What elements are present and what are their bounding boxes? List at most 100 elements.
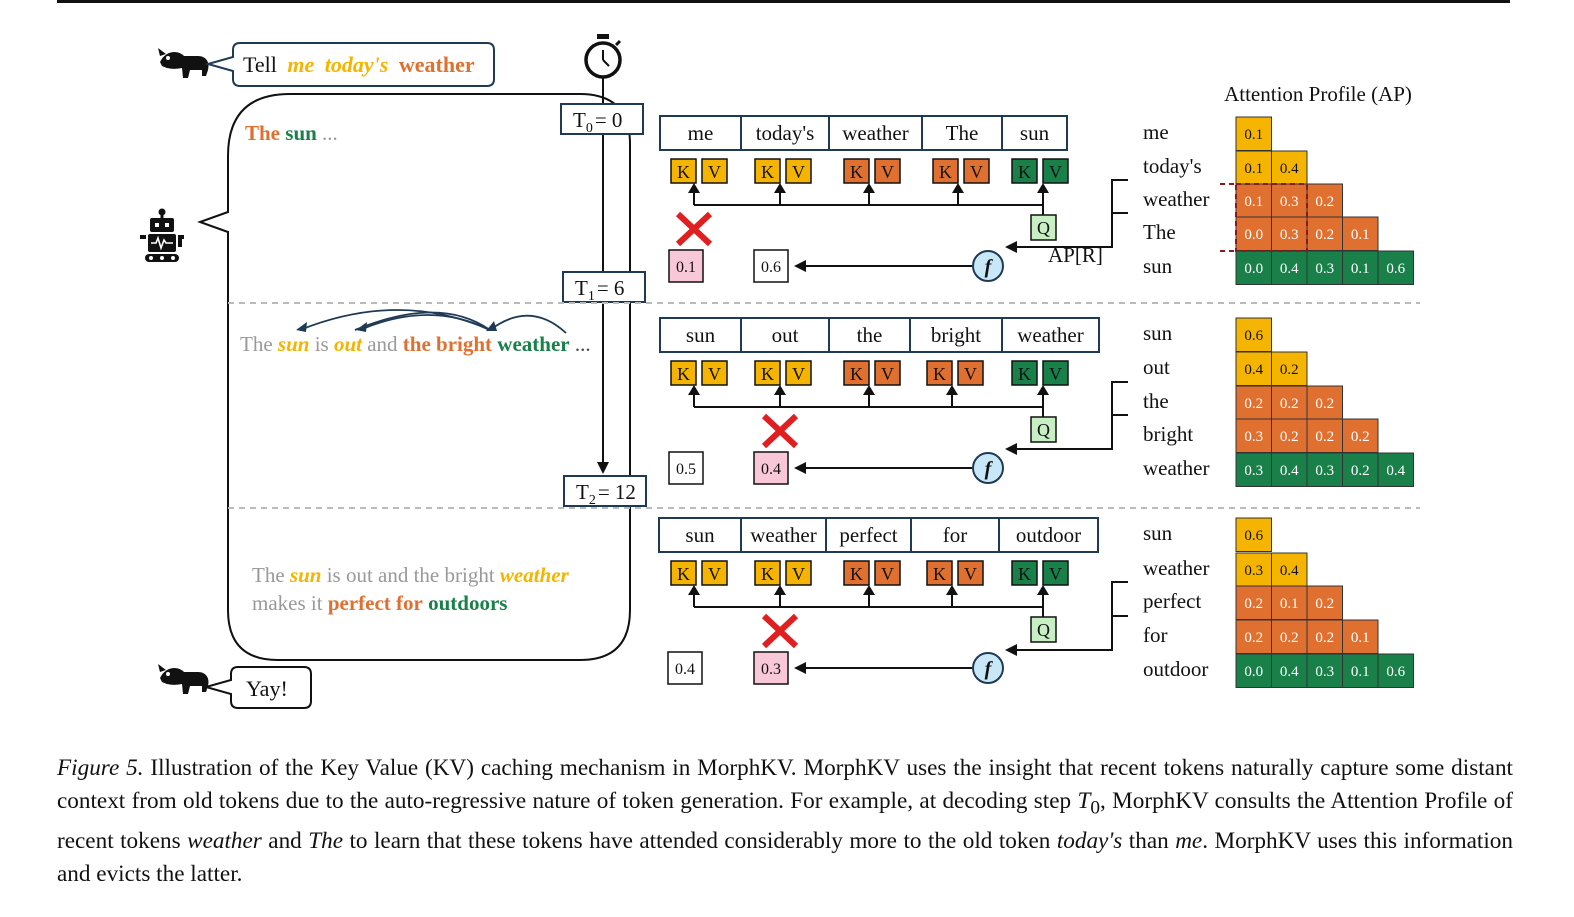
ap-cell-value: 0.2 — [1244, 396, 1263, 412]
response-word: ... — [317, 121, 338, 145]
dog-icon — [158, 664, 209, 694]
token-label: The — [946, 121, 979, 145]
key-label: K — [933, 564, 946, 584]
response-text-step2-line2: makes it perfect for outdoors — [252, 591, 507, 615]
token-box — [828, 317, 911, 353]
value-label: V — [1049, 162, 1062, 182]
ap-cell — [1235, 418, 1272, 453]
response-word: The — [240, 332, 278, 356]
token-label: the — [857, 323, 883, 347]
ap-bracket-arrowhead — [1005, 644, 1017, 656]
key-cell — [926, 560, 953, 586]
attention-arrowhead — [863, 585, 875, 595]
ap-row-label: sun — [1143, 254, 1173, 278]
ap-cell — [1306, 385, 1343, 420]
f-label: f — [985, 256, 994, 278]
key-label: K — [1018, 564, 1031, 584]
query-label: Q — [1037, 620, 1050, 640]
response-word: out — [334, 332, 363, 356]
key-cell — [754, 360, 781, 386]
ap-cell-value: 0.0 — [1244, 664, 1263, 680]
ap-cell — [1306, 418, 1343, 453]
token-label: weather — [750, 523, 816, 547]
timeline: T0= 0T1= 6T2= 12 — [560, 34, 647, 508]
ap-cell-value: 0.3 — [1315, 261, 1334, 277]
caption-word-me: me — [1175, 827, 1203, 854]
attention-arrowhead — [774, 183, 786, 193]
score-value: 0.3 — [761, 661, 781, 678]
value-label: V — [708, 162, 721, 182]
token-box — [828, 115, 923, 151]
attention-arcs — [296, 309, 567, 334]
f-output-arrowhead — [794, 260, 806, 272]
value-label: V — [964, 564, 977, 584]
timestep-label: T1= 6 — [575, 276, 624, 304]
response-word: perfect for — [328, 591, 423, 615]
key-cell — [754, 560, 781, 586]
token-box — [1001, 115, 1068, 151]
token-label: for — [943, 523, 968, 547]
ap-row-label: sun — [1143, 521, 1173, 545]
ap-cell-value: 0.2 — [1280, 630, 1299, 646]
prompt-word-tell: Tell — [243, 52, 277, 77]
ap-bracket-arrowhead — [1005, 241, 1017, 253]
caption-text-2: , MorphKV consults the Attention Profile… — [57, 788, 1513, 854]
attention-arrowhead — [1037, 585, 1049, 595]
value-cell — [874, 158, 901, 184]
key-cell — [670, 360, 697, 386]
token-label: me — [688, 121, 714, 145]
ap-cell — [1342, 216, 1379, 251]
caption-text-6: . MorphKV uses this information and evic… — [57, 827, 1513, 887]
ap-cell — [1235, 585, 1272, 620]
attention-arrowhead — [863, 183, 875, 193]
ap-cell-value: 0.2 — [1280, 362, 1299, 378]
ap-row-label: today's — [1143, 154, 1202, 178]
ap-cell-value: 0.2 — [1244, 630, 1263, 646]
value-label: V — [792, 364, 805, 384]
ap-cell-value: 0.3 — [1244, 463, 1263, 479]
value-cell — [1042, 560, 1069, 586]
ap-cell — [1271, 183, 1308, 218]
ap-cell — [1235, 116, 1272, 151]
key-cell — [843, 560, 870, 586]
ap-cell-value: 0.3 — [1280, 194, 1299, 210]
caption-word-weather: weather — [187, 827, 262, 854]
score-box — [668, 451, 704, 485]
timestep-box — [562, 271, 646, 303]
figure-caption: Figure 5. Illustration of the Key Value … — [57, 752, 1513, 891]
response-word: is — [309, 332, 334, 356]
key-label: K — [677, 564, 690, 584]
value-label: V — [1049, 364, 1062, 384]
ap-cell — [1271, 653, 1308, 688]
attention-arrowhead — [1037, 183, 1049, 193]
key-cell — [754, 158, 781, 184]
timestep-symbol: T — [573, 108, 586, 132]
token-label: sun — [1020, 121, 1050, 145]
cross-icon — [761, 613, 799, 649]
timestep-box — [560, 103, 644, 135]
ap-cell — [1342, 619, 1379, 654]
ap-cell-value: 0.2 — [1244, 596, 1263, 612]
token-box — [740, 317, 830, 353]
ap-cell-value: 0.3 — [1244, 429, 1263, 445]
value-label: V — [964, 364, 977, 384]
key-cell — [1011, 560, 1038, 586]
attention-arrowhead — [688, 183, 700, 193]
response-text-step0: The sun ... — [245, 121, 338, 145]
ap-cell — [1306, 452, 1343, 487]
cross-icon — [675, 211, 713, 247]
key-label: K — [1018, 364, 1031, 384]
f-circle-icon — [972, 652, 1004, 684]
caption-text-1: Illustration of the Key Value (KV) cachi… — [57, 755, 1513, 814]
attention-arrowhead — [952, 183, 964, 193]
ap-cell-value: 0.6 — [1386, 664, 1405, 680]
value-cell — [785, 158, 812, 184]
ap-cell — [1342, 452, 1379, 487]
token-label: perfect — [839, 523, 897, 547]
ap-row-label: outdoor — [1143, 657, 1208, 681]
query-box — [1030, 616, 1057, 643]
ap-cell-value: 0.2 — [1315, 630, 1334, 646]
value-label: V — [792, 564, 805, 584]
stopwatch-icon — [584, 34, 622, 79]
